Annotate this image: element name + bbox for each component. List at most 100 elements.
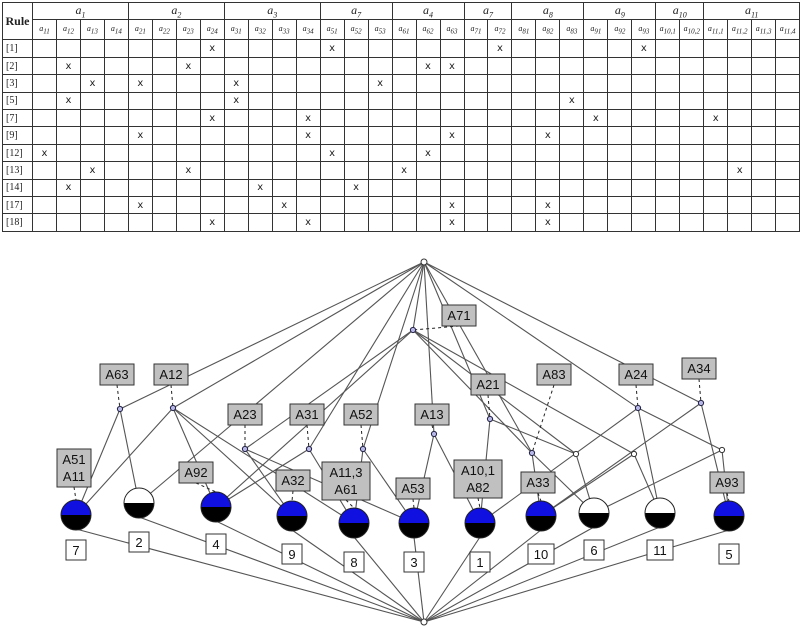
- table-cell: [631, 74, 657, 93]
- object-node-11: [644, 497, 676, 529]
- label-connector: [170, 384, 174, 409]
- lattice-edge: [75, 408, 121, 516]
- attribute-group-a4: a4: [391, 1, 465, 21]
- table-cell: [655, 74, 681, 93]
- table-cell: [679, 91, 705, 111]
- table-cell: [727, 109, 753, 128]
- svg-text:A52: A52: [349, 407, 372, 422]
- table-cell: [55, 143, 81, 163]
- lattice-edge: [308, 261, 425, 450]
- label-connector: [412, 325, 460, 331]
- table-cell: [127, 56, 153, 76]
- attribute-value-a82: a82: [535, 19, 561, 41]
- table-cell: [103, 74, 129, 93]
- table-cell: [127, 178, 153, 198]
- attribute-value-a33: a33: [271, 19, 297, 41]
- table-cell: x: [271, 196, 297, 215]
- table-cell: [295, 161, 321, 180]
- table-cell: [343, 126, 369, 145]
- table-cell: [295, 56, 321, 76]
- table-cell: x: [439, 126, 465, 145]
- lattice-edge: [138, 516, 425, 623]
- table-cell: [175, 213, 201, 232]
- lattice-edge: [423, 536, 481, 623]
- table-cell: [415, 91, 441, 111]
- table-cell: [319, 126, 345, 145]
- table-cell: [463, 161, 489, 180]
- table-cell: [319, 56, 345, 76]
- table-cell: [391, 213, 417, 232]
- table-cell: [511, 91, 537, 111]
- label-connector: [73, 486, 77, 501]
- table-cell: [103, 109, 129, 128]
- table-cell: [103, 178, 129, 198]
- table-cell: [439, 143, 465, 163]
- table-cell: x: [127, 126, 153, 145]
- table-cell: [319, 109, 345, 128]
- table-cell: [727, 74, 753, 93]
- table-cell: [247, 196, 273, 215]
- table-cell: [559, 56, 585, 76]
- concept-node: [486, 415, 494, 423]
- table-cell: [415, 74, 441, 93]
- attribute-value-a10-2: a10,2: [679, 19, 705, 41]
- table-cell: [343, 109, 369, 128]
- table-cell: [631, 109, 657, 128]
- concept-node: [430, 430, 438, 438]
- table-cell: [463, 178, 489, 198]
- table-cell: [151, 126, 177, 145]
- table-cell: [343, 143, 369, 163]
- attribute-value-a93: a93: [631, 19, 657, 41]
- lattice-edges: [75, 261, 730, 623]
- table-cell: [679, 196, 705, 215]
- table-cell: x: [319, 143, 345, 163]
- table-cell: [727, 178, 753, 198]
- attribute-group-a7: a7: [319, 1, 393, 21]
- svg-text:A63: A63: [105, 367, 128, 382]
- lattice-edge: [479, 407, 639, 524]
- table-cell: [175, 126, 201, 145]
- svg-text:A13: A13: [420, 407, 443, 422]
- table-cell: [559, 161, 585, 180]
- attribute-value-a83: a83: [559, 19, 585, 41]
- label-connector: [635, 384, 639, 409]
- label-connector: [477, 497, 481, 509]
- table-cell: [463, 143, 489, 163]
- table-cell: [631, 56, 657, 76]
- table-cell: [583, 213, 609, 232]
- table-cell: [439, 161, 465, 180]
- table-cell: [247, 74, 273, 93]
- table-cell: [247, 161, 273, 180]
- table-cell: [583, 161, 609, 180]
- lattice-edge: [540, 402, 702, 517]
- table-cell: [247, 109, 273, 128]
- table-cell: [775, 213, 801, 232]
- table-cell: x: [199, 39, 225, 58]
- table-cell: x: [367, 74, 393, 93]
- label-connector: [531, 384, 555, 454]
- table-cell: [367, 126, 393, 145]
- table-cell: [151, 74, 177, 93]
- table-cell: [127, 213, 153, 232]
- table-cell: [367, 56, 393, 76]
- table-cell: [751, 143, 777, 163]
- table-cell: [415, 161, 441, 180]
- table-cell: [631, 196, 657, 215]
- table-cell: x: [535, 213, 561, 232]
- lattice-edge: [172, 407, 293, 517]
- lattice-edge: [637, 407, 723, 451]
- bottom-node: [420, 618, 428, 626]
- table-cell: x: [439, 196, 465, 215]
- table-cell: [583, 74, 609, 93]
- table-cell: [199, 126, 225, 145]
- table-cell: [367, 213, 393, 232]
- table-cell: [103, 143, 129, 163]
- table-cell: [439, 39, 465, 58]
- rule-id-cell: [7]: [2, 109, 33, 128]
